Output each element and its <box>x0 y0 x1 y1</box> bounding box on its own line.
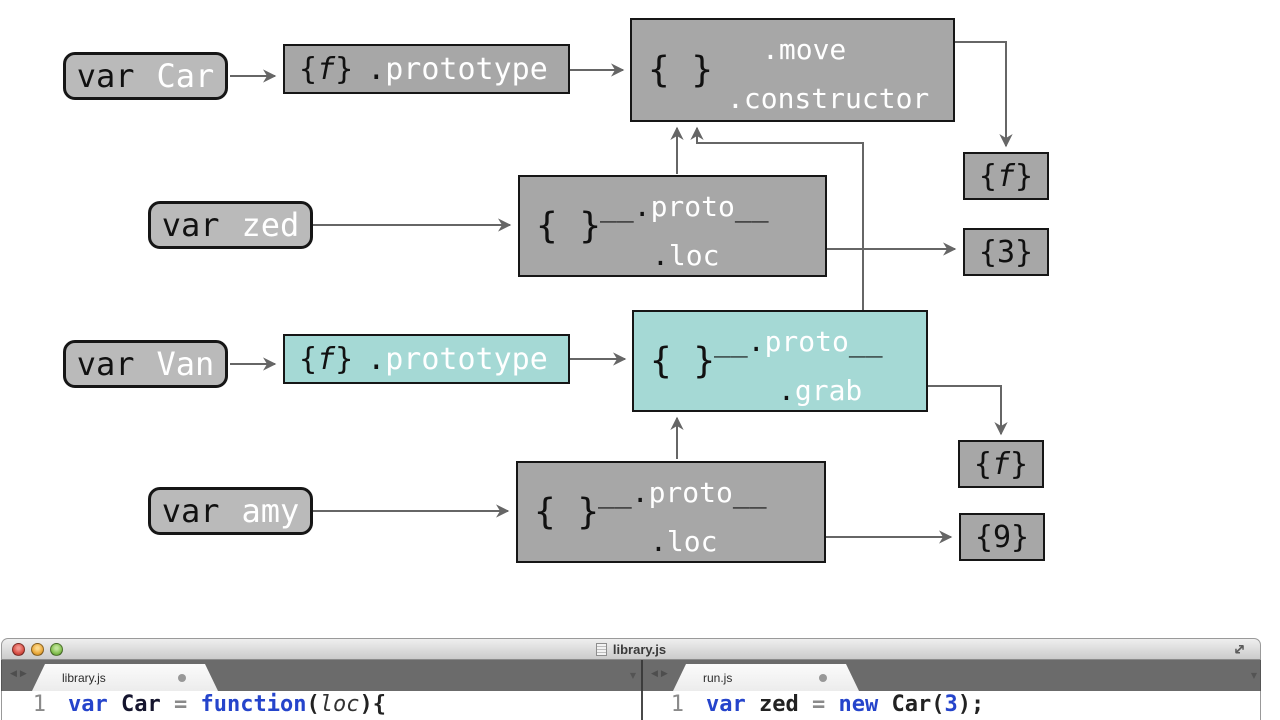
var-van-box: var Van <box>63 340 228 388</box>
tab-run-js[interactable]: run.js <box>673 664 859 691</box>
object-braces: { } <box>648 49 714 91</box>
tab-library-js[interactable]: library.js <box>32 664 218 691</box>
tab-label: run.js <box>703 670 733 685</box>
property-loc: .loc <box>650 525 718 558</box>
constructor-function-ref-box: {f} <box>963 152 1049 200</box>
connector-arrows <box>230 41 1013 544</box>
car-prototype-object: { } .move .constructor <box>630 18 955 122</box>
function-glyph: {f} <box>299 51 354 87</box>
document-icon <box>595 642 607 656</box>
amy-object: { } __.proto__ .loc <box>516 461 826 563</box>
van-function-prototype-box: {f} .prototype <box>283 334 570 384</box>
modified-dot-icon <box>178 673 186 682</box>
modified-dot-icon <box>819 673 827 682</box>
car-function-prototype-box: {f} .prototype <box>283 44 570 94</box>
tab-scroll-arrows[interactable]: ◀▶ <box>10 669 30 679</box>
var-name: Van <box>156 345 215 383</box>
function-glyph: {f} <box>299 341 354 377</box>
right-pane-tabbar: ◀▶ run.js ▼ <box>643 660 1262 691</box>
zoom-button[interactable] <box>50 643 63 656</box>
pane-divider <box>641 660 643 691</box>
minimize-button[interactable] <box>31 643 44 656</box>
var-name: Car <box>156 57 215 95</box>
tab-scroll-arrows[interactable]: ◀▶ <box>651 669 671 679</box>
tab-overflow-icon[interactable]: ▼ <box>629 671 636 680</box>
var-keyword: var <box>76 57 135 95</box>
property-constructor: .constructor <box>727 82 930 115</box>
prototype-label: .prototype <box>367 341 548 377</box>
var-amy-box: var amy <box>148 487 313 535</box>
tab-overflow-icon[interactable]: ▼ <box>1250 671 1257 680</box>
var-keyword: var <box>76 345 135 383</box>
object-braces: { } <box>534 491 600 533</box>
editor-split-divider[interactable] <box>641 691 643 720</box>
line-number: 1 <box>670 692 684 717</box>
window-title: library.js <box>612 641 667 657</box>
editor-window: library.js ↔ ◀▶ library.js ▼ ◀▶ run.js <box>1 638 1261 720</box>
property-proto: __.proto__ <box>598 476 767 509</box>
tab-bar: ◀▶ library.js ▼ ◀▶ run.js ▼ <box>1 660 1261 691</box>
var-name: amy <box>241 492 300 530</box>
window-titlebar: library.js ↔ <box>1 638 1261 660</box>
prototype-diagram: var Car {f} .prototype { } .move .constr… <box>63 18 1049 563</box>
window-title-group: library.js <box>2 639 1260 659</box>
tab-label: library.js <box>62 670 106 685</box>
property-proto: __.proto__ <box>600 190 769 223</box>
arrow-car-proto-constructor-to-f <box>955 41 1013 148</box>
left-pane-tabbar: ◀▶ library.js ▼ <box>2 660 641 691</box>
object-braces: { } <box>650 340 716 382</box>
van-prototype-object: { } __.proto__ .grab <box>632 310 928 412</box>
property-proto: __.proto__ <box>714 325 883 358</box>
arrow-van-proto-chain-to-car-proto <box>690 126 864 310</box>
var-name: zed <box>241 206 300 244</box>
van-function-ref-box: {f} <box>958 440 1044 488</box>
prototype-label: .prototype <box>367 51 548 87</box>
var-zed-box: var zed <box>148 201 313 249</box>
var-keyword: var <box>161 492 220 530</box>
property-move: .move <box>762 33 847 66</box>
property-grab: .grab <box>778 374 863 407</box>
var-keyword: var <box>161 206 220 244</box>
value-3-box: {3} <box>963 228 1049 276</box>
line-number: 1 <box>32 692 46 717</box>
traffic-lights <box>12 643 63 656</box>
value-9-box: {9} <box>959 513 1045 561</box>
close-button[interactable] <box>12 643 25 656</box>
var-car-box: var Car <box>63 52 228 100</box>
property-loc: .loc <box>652 239 720 272</box>
arrow-van-proto-grab-to-f <box>928 385 1008 436</box>
zed-object: { } __.proto__ .loc <box>518 175 827 277</box>
object-braces: { } <box>536 205 602 247</box>
